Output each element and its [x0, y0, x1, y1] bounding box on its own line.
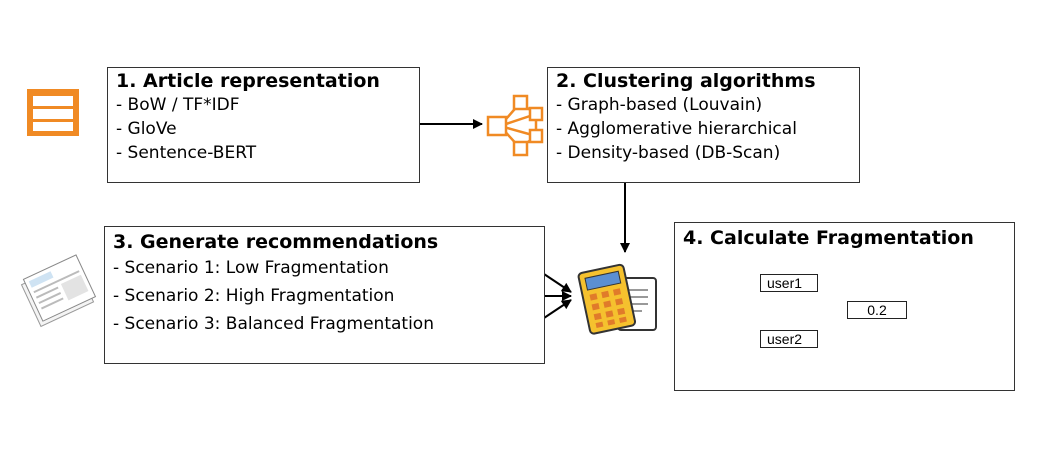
- calculator-icon: [577, 263, 657, 335]
- step4-title: 4. Calculate Fragmentation: [683, 227, 974, 249]
- user1-label: user1: [760, 274, 818, 292]
- network-graph-icon: [486, 94, 544, 157]
- step2-item: - Graph-based (Louvain): [556, 95, 763, 115]
- step1-item: - GloVe: [116, 119, 177, 139]
- step4-box: 4. Calculate Fragmentation: [674, 222, 1015, 391]
- step1-title: 1. Article representation: [116, 70, 380, 92]
- list-layout-icon: [27, 89, 79, 136]
- step3-box: 3. Generate recommendations - Scenario 1…: [104, 226, 545, 364]
- fragmentation-score: 0.2: [847, 301, 907, 319]
- step3-title: 3. Generate recommendations: [113, 231, 439, 253]
- step1-item: - BoW / TF*IDF: [116, 95, 240, 115]
- step2-item: - Agglomerative hierarchical: [556, 119, 797, 139]
- step1-item: - Sentence-BERT: [116, 143, 257, 163]
- step1-box: 1. Article representation - BoW / TF*IDF…: [107, 67, 420, 183]
- step3-item: - Scenario 1: Low Fragmentation: [113, 258, 389, 278]
- step3-item: - Scenario 2: High Fragmentation: [113, 286, 395, 306]
- step2-title: 2. Clustering algorithms: [556, 70, 816, 92]
- user2-label: user2: [760, 330, 818, 348]
- step2-box: 2. Clustering algorithms - Graph-based (…: [547, 67, 860, 183]
- step3-item: - Scenario 3: Balanced Fragmentation: [113, 314, 434, 334]
- step2-item: - Density-based (DB-Scan): [556, 143, 781, 163]
- newspaper-icon: [20, 254, 97, 328]
